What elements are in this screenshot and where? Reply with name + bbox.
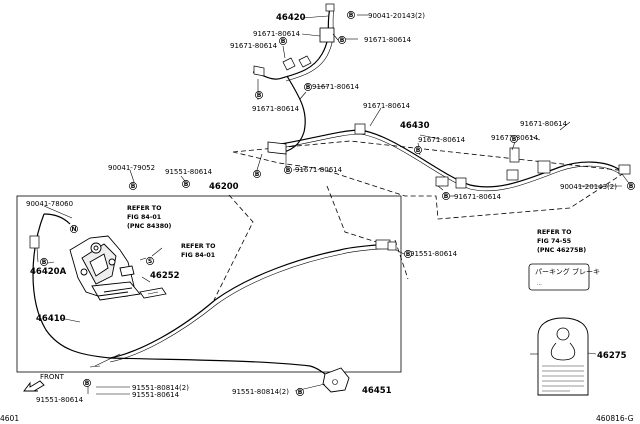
svg-text:B: B bbox=[629, 183, 634, 190]
label-card-title: パーキング ブレーキ bbox=[535, 267, 600, 276]
part-46252: 46252 bbox=[150, 271, 180, 281]
bolt-90041-78060: 90041-78060 bbox=[26, 200, 73, 208]
ref-fig74-55-line2: FIG 74-55 bbox=[537, 238, 571, 245]
marker-b-3: B bbox=[338, 36, 346, 44]
dashed-frame-46430 bbox=[232, 140, 629, 220]
svg-text:B: B bbox=[281, 38, 286, 45]
svg-text:B: B bbox=[286, 167, 291, 174]
bolt-90041-79052: 90041-79052 bbox=[108, 164, 155, 172]
svg-text:N: N bbox=[71, 226, 76, 233]
marker-b-16: B bbox=[296, 388, 304, 396]
ref-fig84-01b-line1: REFER TO bbox=[181, 243, 216, 250]
marker-b-1: B bbox=[347, 11, 355, 19]
bolt-91551-80614-d: 91551-80614 bbox=[36, 396, 84, 404]
bolt-91551-80614-a: 91551-80614 bbox=[165, 168, 213, 176]
ref-fig84-01-line1: REFER TO bbox=[127, 205, 162, 212]
ref-fig84-01-line3: (PNC 84380) bbox=[127, 223, 171, 230]
front-arrow-icon bbox=[23, 380, 45, 392]
ref-fig84-01-line2: FIG 84-01 bbox=[127, 214, 161, 221]
part-46451: 46451 bbox=[362, 386, 392, 396]
front-label: FRONT bbox=[40, 373, 65, 381]
svg-text:B: B bbox=[349, 12, 354, 19]
marker-b-6: B bbox=[253, 170, 261, 178]
bolt-91671-80614-e: 91671-80614 bbox=[252, 105, 300, 113]
svg-text:B: B bbox=[444, 193, 449, 200]
page-ref-left: 4601 bbox=[0, 414, 19, 423]
svg-text:B: B bbox=[184, 181, 189, 188]
svg-text:B: B bbox=[512, 136, 517, 143]
frame-46200 bbox=[16, 195, 402, 373]
bolt-91671-80614-h: 91671-80614 bbox=[418, 136, 466, 144]
svg-text:S: S bbox=[148, 258, 152, 265]
label-card-note: ... bbox=[537, 281, 542, 287]
bolt-90041-20143-right: 90041-20143(2) bbox=[560, 183, 617, 191]
page-ref-right: 460816-G bbox=[596, 414, 634, 423]
part-46420A: 46420A bbox=[30, 267, 67, 277]
part-46410: 46410 bbox=[36, 314, 66, 324]
marker-b-11: B bbox=[627, 182, 635, 190]
bolt-91671-80614-f: 91671-80614 bbox=[363, 102, 411, 110]
marker-b-13: B bbox=[182, 180, 190, 188]
ref-fig84-01b-line2: FIG 84-01 bbox=[181, 252, 215, 259]
marker-b-12: B bbox=[129, 182, 137, 190]
marker-b-15: B bbox=[83, 379, 91, 387]
svg-text:B: B bbox=[131, 183, 136, 190]
marker-b-7: B bbox=[284, 166, 292, 174]
marker-b-4: B bbox=[255, 91, 263, 99]
marker-b-17: B bbox=[404, 250, 412, 258]
cable-46410 bbox=[32, 213, 331, 379]
svg-text:B: B bbox=[85, 380, 90, 387]
marker-b-8: B bbox=[414, 146, 422, 154]
marker-b-2: B bbox=[279, 37, 287, 45]
svg-text:B: B bbox=[255, 171, 260, 178]
bolt-91671-80614-a: 91671-80614 bbox=[253, 30, 301, 38]
bolt-91671-80614-c: 91671-80614 bbox=[364, 36, 412, 44]
bolt-91671-80614-g: 91671-80614 bbox=[520, 120, 568, 128]
bolt-91671-80614-k: 91671-80614 bbox=[454, 193, 502, 201]
bolt-90041-20143-top: 90041-20143(2) bbox=[368, 12, 425, 20]
bolt-91551-80614-c: 91551-80614 bbox=[132, 391, 180, 399]
svg-text:B: B bbox=[340, 37, 345, 44]
part-46430: 46430 bbox=[400, 121, 430, 131]
marker-b-9: B bbox=[510, 135, 518, 143]
bolt-91551-80614-b: 91551-80614 bbox=[410, 250, 458, 258]
part-46200: 46200 bbox=[209, 182, 239, 192]
ref-fig74-55-line1: REFER TO bbox=[537, 229, 572, 236]
marker-b-10: B bbox=[442, 192, 450, 200]
bolt-91671-80614-j: 91671-80614 bbox=[295, 166, 343, 174]
marker-b-14: B bbox=[40, 258, 48, 266]
svg-text:B: B bbox=[257, 92, 262, 99]
marker-b-5: B bbox=[304, 83, 312, 91]
svg-text:B: B bbox=[42, 259, 47, 266]
svg-text:B: B bbox=[298, 389, 303, 396]
svg-text:B: B bbox=[406, 251, 411, 258]
bolt-91551-80814-a: 91551-80814(2) bbox=[132, 384, 189, 392]
pedal-assembly bbox=[69, 235, 141, 301]
bolt-91671-80614-b: 91671-80614 bbox=[230, 42, 278, 50]
bolt-91671-80614-d: 91671-80614 bbox=[312, 83, 360, 91]
part-46275: 46275 bbox=[597, 351, 627, 361]
ref-fig74-55-line3: (PNC 46275B) bbox=[537, 247, 586, 254]
bolt-91551-80814-b: 91551-80814(2) bbox=[232, 388, 289, 396]
svg-text:B: B bbox=[416, 147, 421, 154]
part-46420: 46420 bbox=[276, 13, 306, 23]
svg-text:B: B bbox=[306, 84, 311, 91]
marker-s: S bbox=[146, 257, 154, 265]
marker-n: N bbox=[70, 225, 78, 233]
label-card bbox=[528, 263, 590, 291]
